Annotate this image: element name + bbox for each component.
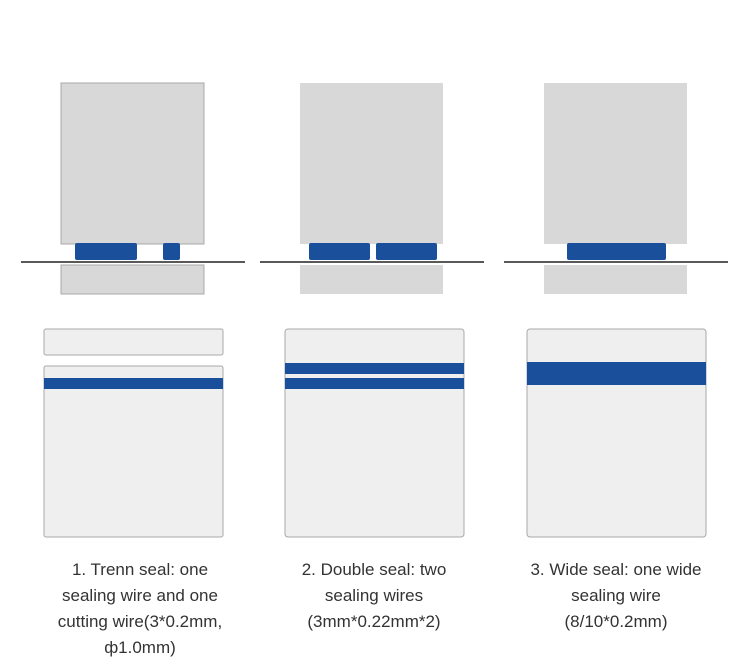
caption-trenn-seal: 1. Trenn seal: one sealing wire and one … [20,557,260,661]
bag-body [284,328,465,538]
upper-heating-block [300,83,443,244]
caption-line: (8/10*0.2mm) [564,612,668,631]
caption-double-seal: 2. Double seal: two sealing wires (3mm*0… [254,557,494,635]
sealing-wire-1 [309,243,370,260]
cut-off-strip [43,328,224,356]
sealing-wire-2 [376,243,437,260]
caption-line: 3. Wide seal: one wide [530,560,702,579]
wide-seal-band [527,362,706,385]
caption-line: ф1.0mm) [104,638,176,657]
lower-block [300,265,443,294]
seal-band [44,378,223,389]
sealing-wire [75,243,137,260]
caption-line: 2. Double seal: two [301,560,447,579]
caption-line: (3mm*0.22mm*2) [307,612,441,631]
caption-line: cutting wire(3*0.2mm, [57,612,223,631]
bag-body [526,328,707,538]
lower-block [60,264,205,295]
caption-line: 1. Trenn seal: one [71,560,209,579]
caption-line: sealing wires [324,586,424,605]
bag-body [43,365,224,538]
seal-band-1 [285,363,464,374]
upper-heating-block [544,83,687,244]
seal-band-2 [285,378,464,389]
lower-block [544,265,687,294]
caption-line: sealing wire [571,586,661,605]
upper-heating-block [60,82,205,245]
caption-line: sealing wire and one [62,586,218,605]
wide-sealing-wire [567,243,666,260]
cutting-wire [163,243,180,260]
caption-wide-seal: 3. Wide seal: one wide sealing wire (8/1… [496,557,736,635]
